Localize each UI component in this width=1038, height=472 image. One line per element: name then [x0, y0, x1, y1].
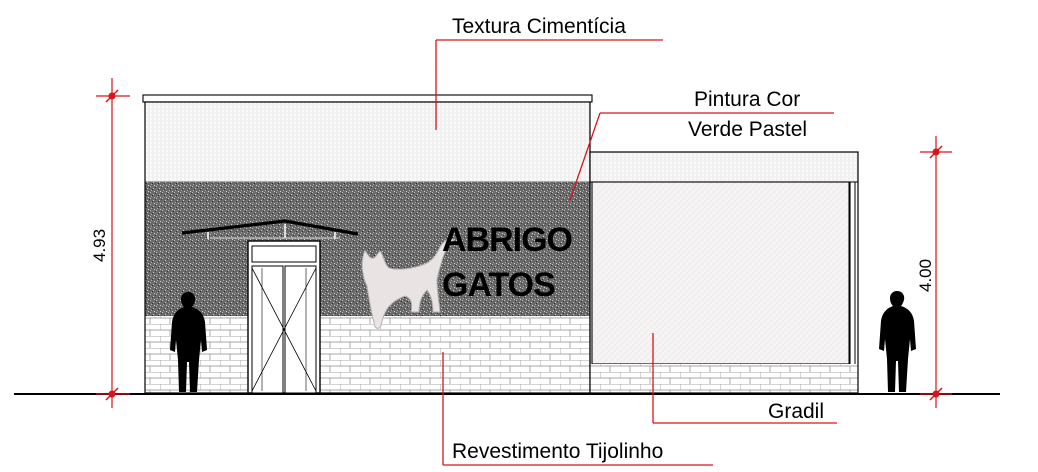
painted-textured-wall — [145, 182, 590, 316]
cement-texture-band — [144, 101, 591, 183]
brick-cladding-left — [145, 316, 590, 393]
sign-line-2: GATOS — [442, 266, 555, 304]
label-pintura-line2: Verde Pastel — [688, 118, 807, 141]
dimension-label-left: 4.93 — [90, 229, 109, 262]
person-silhouette-right — [879, 291, 916, 392]
callout-gradil: Gradil — [652, 333, 837, 424]
roof-band-right — [589, 151, 859, 183]
grille-panel — [591, 181, 851, 365]
label-revestimento: Revestimento Tijolinho — [452, 440, 663, 463]
dimension-right: 4.00 — [916, 136, 952, 408]
callout-textura: Textura Cimentícia — [435, 15, 663, 130]
sign-line-1: ABRIGO — [442, 221, 573, 259]
roof-cap-left — [142, 94, 593, 103]
label-pintura-line1: Pintura Cor — [694, 88, 800, 111]
dimension-label-right: 4.00 — [916, 259, 935, 292]
person-silhouette-icon — [879, 291, 916, 392]
label-textura: Textura Cimentícia — [452, 15, 626, 38]
door-canopy — [181, 219, 359, 239]
brick-cladding-right — [590, 364, 858, 393]
dimension-left: 4.93 — [90, 78, 130, 408]
callout-pintura: Pintura Cor Verde Pastel — [569, 88, 834, 201]
double-door — [247, 240, 321, 394]
person-silhouette-icon — [170, 292, 207, 392]
cat-silhouette-icon — [361, 238, 455, 329]
left-building-block — [142, 94, 593, 394]
callout-revestimento: Revestimento Tijolinho — [442, 352, 713, 466]
right-building-block — [589, 151, 859, 394]
label-gradil: Gradil — [768, 400, 824, 423]
person-silhouette-left — [170, 292, 207, 392]
